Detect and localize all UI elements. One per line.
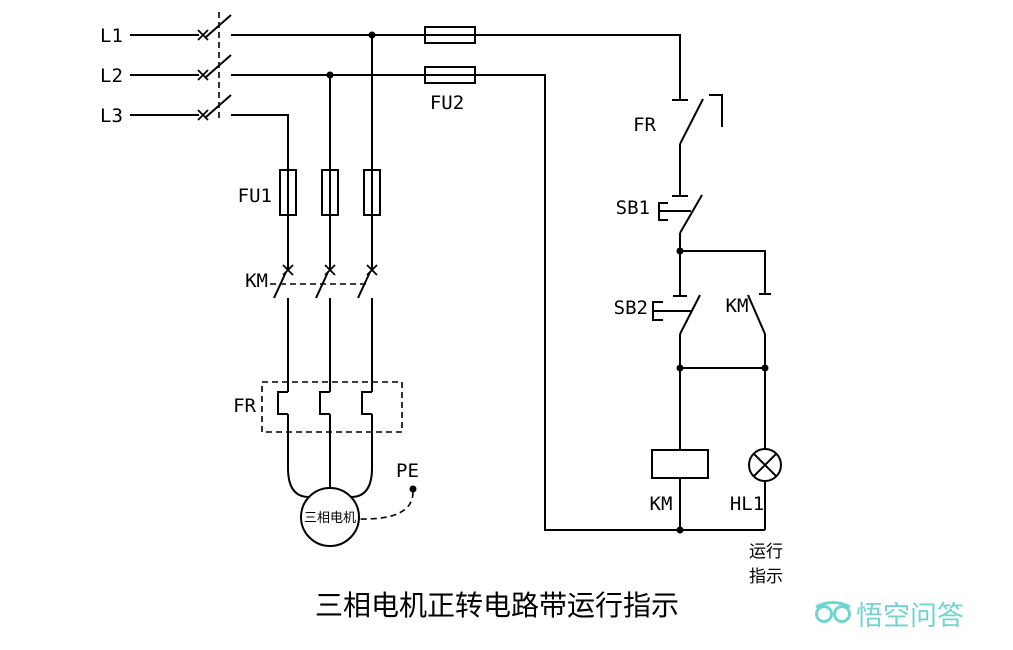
run-indicator-line1: 运行: [749, 542, 783, 561]
heater-element: [319, 391, 330, 415]
watermark-text: 悟空问答: [856, 601, 964, 631]
junction-dot: [326, 71, 334, 79]
run-indicator-caption: 运行 指示: [749, 542, 783, 586]
pe-terminal: PE: [359, 460, 419, 520]
fuse-body: [424, 26, 476, 44]
km-coil: KM: [650, 449, 709, 530]
fuse-body: [321, 169, 339, 216]
watermark: 悟空问答: [815, 601, 964, 631]
button-actuator: [658, 202, 691, 221]
diagram-title: 三相电机正转电路带运行指示: [315, 590, 679, 622]
thermal-overload-fr: FR: [233, 381, 403, 433]
wire-l1-run: [231, 34, 681, 100]
label-fr-control: FR: [633, 114, 656, 136]
contact-blade: [679, 98, 704, 145]
label-hl1: HL1: [730, 493, 764, 515]
lamp-cross: [753, 453, 777, 477]
fuse-fu1: FU1: [238, 169, 381, 216]
hl1-lamp: HL1: [730, 368, 782, 530]
fr-control-contact: FR: [633, 94, 723, 145]
label-l2: L2: [100, 65, 123, 87]
junction-dot: [368, 31, 376, 39]
button-actuator: [652, 301, 691, 321]
sb2-start-button: SB2: [614, 294, 701, 335]
fuse-body: [279, 169, 297, 216]
aux-branch-return: [680, 334, 766, 369]
goggles-icon: [815, 601, 851, 623]
power-wires: [231, 31, 765, 531]
aux-branch-wire: [680, 250, 766, 294]
motor: 三相电机: [287, 414, 373, 547]
fuse-fu2: FU2: [424, 26, 476, 114]
contact-blade: [357, 271, 371, 299]
pe-dashed-lead: [359, 491, 414, 520]
junction-dot: [676, 526, 684, 534]
thermal-release-hook: [709, 94, 723, 127]
label-pe: PE: [396, 460, 419, 482]
label-km-main: KM: [245, 270, 268, 292]
run-indicator-line2: 指示: [749, 567, 783, 586]
motor-body: [300, 487, 360, 547]
label-l1: L1: [100, 25, 123, 47]
wire-l3-run: [231, 114, 289, 270]
contact-blade: [679, 194, 703, 234]
label-fu2: FU2: [430, 92, 464, 114]
motor-branch-wires: [287, 298, 373, 392]
motor-label: 三相电机: [304, 510, 356, 525]
motor-lead-left: [287, 414, 310, 498]
switch-contact-cross-marks: [197, 29, 209, 121]
phase-labels: L1 L2 L3: [100, 25, 123, 127]
contact-blade: [273, 271, 287, 299]
label-sb2: SB2: [614, 297, 648, 319]
label-fr-main: FR: [233, 395, 256, 417]
knife-switch: [130, 12, 232, 122]
contact-blade: [315, 271, 329, 299]
pe-dot: [409, 485, 417, 493]
sb1-stop-button: SB1: [616, 194, 703, 234]
label-km-coil: KM: [650, 493, 673, 515]
label-sb1: SB1: [616, 197, 650, 219]
control-circuit: FR SB1 SB2 KM: [614, 94, 783, 586]
motor-lead-right: [350, 414, 373, 498]
coil-body: [651, 449, 709, 479]
heater-element: [361, 391, 372, 415]
label-fu1: FU1: [238, 185, 272, 207]
contact-blade: [679, 294, 701, 335]
label-km-aux: KM: [726, 295, 749, 317]
km-main-contacts: KM: [245, 264, 378, 299]
overload-outline: [261, 381, 403, 433]
fuse-body: [363, 169, 381, 216]
heater-element: [277, 391, 288, 415]
wire-l2-run-and-bottom-bus: [231, 74, 765, 531]
label-l3: L3: [100, 105, 123, 127]
fuse-body: [424, 66, 476, 84]
contact-blade: [747, 294, 766, 335]
